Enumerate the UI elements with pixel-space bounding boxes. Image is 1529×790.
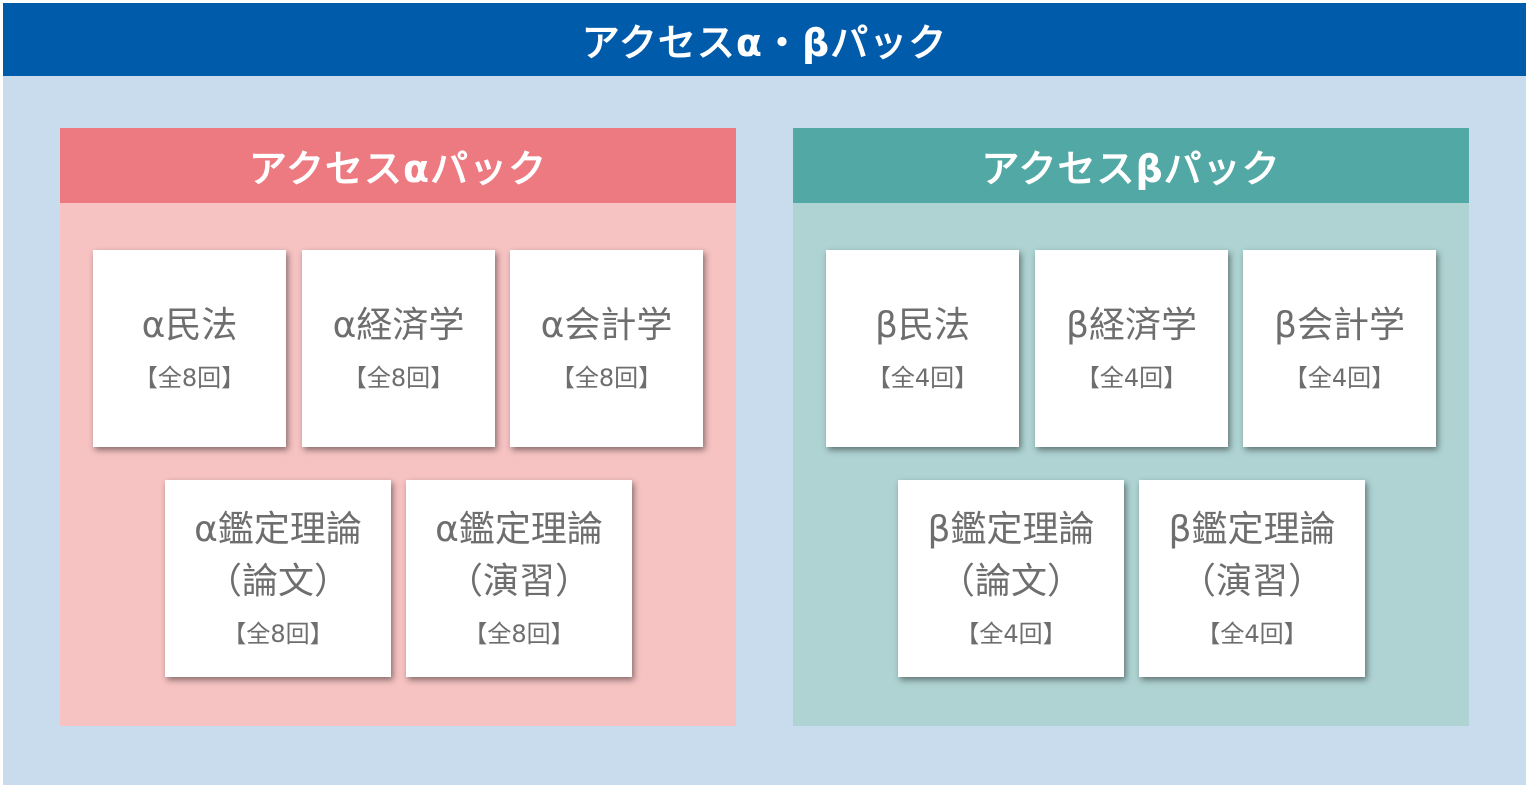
course-name: β鑑定理論 [1168,508,1336,550]
course-card: α経済学【全8回】 [302,250,495,447]
course-card: β民法【全4回】 [826,250,1019,447]
course-name: β民法 [875,304,970,346]
course-card: β会計学【全4回】 [1243,250,1436,447]
session-count: 【全8回】 [133,363,246,392]
course-card: α鑑定理論 （演習） 【全8回】 [406,480,632,677]
course-name: β会計学 [1274,304,1405,346]
course-card: β鑑定理論 （演習） 【全4回】 [1139,480,1365,677]
diagram-background: アクセスα・βパック アクセスαパック α民法【全8回】 α経済学【全8回】 α… [3,3,1526,785]
alpha-pack-title: アクセスαパック [60,128,736,203]
course-card: α鑑定理論 （論文） 【全8回】 [165,480,391,677]
course-card: β鑑定理論 （論文） 【全4回】 [898,480,1124,677]
session-count: 【全8回】 [550,363,663,392]
session-count: 【全8回】 [463,619,575,648]
course-subtitle: （演習） [446,560,591,602]
course-subtitle: （論文） [205,560,350,602]
main-title: アクセスα・βパック [3,3,1526,76]
course-card: α会計学【全8回】 [510,250,703,447]
course-card: β経済学【全4回】 [1035,250,1228,447]
session-count: 【全4回】 [955,619,1067,648]
session-count: 【全4回】 [1196,619,1308,648]
course-name: α経済学 [332,304,465,346]
course-name: α民法 [141,304,238,346]
session-count: 【全8回】 [222,619,334,648]
course-name: α会計学 [540,304,673,346]
session-count: 【全4回】 [866,363,979,392]
alpha-pack-panel: アクセスαパック α民法【全8回】 α経済学【全8回】 α会計学【全8回】 α鑑… [60,128,736,726]
course-name: α鑑定理論 [194,508,362,550]
session-count: 【全8回】 [342,363,455,392]
course-name: β経済学 [1066,304,1197,346]
session-count: 【全4回】 [1283,363,1396,392]
beta-pack-panel: アクセスβパック β民法【全4回】 β経済学【全4回】 β会計学【全4回】 β鑑… [793,128,1469,726]
course-subtitle: （演習） [1179,560,1324,602]
course-subtitle: （論文） [938,560,1083,602]
beta-pack-title: アクセスβパック [793,128,1469,203]
session-count: 【全4回】 [1075,363,1188,392]
course-name: α鑑定理論 [435,508,603,550]
course-card: α民法【全8回】 [93,250,286,447]
course-name: β鑑定理論 [927,508,1095,550]
